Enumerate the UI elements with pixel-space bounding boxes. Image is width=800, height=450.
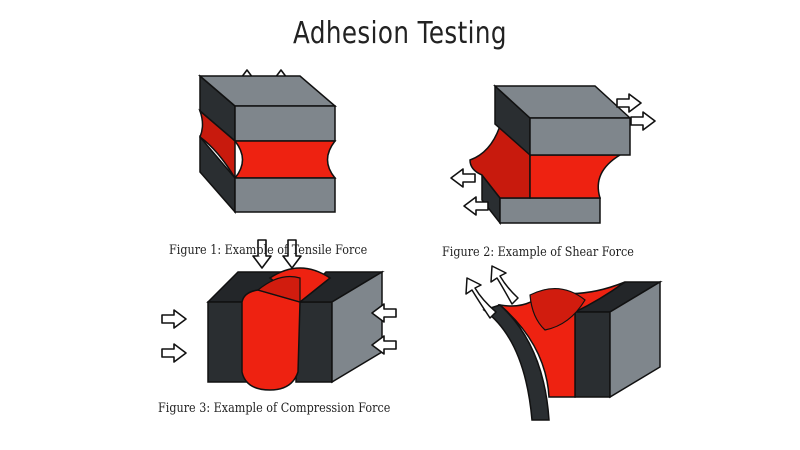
figure-2-caption: Figure 2: Example of Shear Force [442,245,634,260]
arrow-left-icon [450,168,476,188]
peel-arrows [465,265,519,319]
arrow-right-icon [630,111,656,131]
figure-shear [450,84,656,226]
curved-arrow-icon [490,265,519,305]
adhesive-layer [497,281,626,398]
page-title: Adhesion Testing [293,16,507,51]
figure-peel [465,265,663,421]
figure-3-caption: Figure 3: Example of Compression Force [158,401,391,416]
figure-1-caption: Figure 1: Example of Tensile Force [169,243,368,258]
top-substrate-block [493,84,632,157]
arrow-right-icon [161,343,187,363]
bottom-substrate-block [199,134,336,214]
flexible-substrate-strip [482,304,550,421]
top-substrate-block [197,74,338,143]
right-substrate-block [294,270,385,384]
rigid-substrate-block [572,280,663,399]
right-push-arrows [161,309,187,363]
figure-compression [161,267,397,391]
adhesive-layer [241,267,332,391]
arrow-right-icon [161,309,187,329]
curved-arrow-icon [465,277,497,319]
figure-tensile [197,69,338,269]
